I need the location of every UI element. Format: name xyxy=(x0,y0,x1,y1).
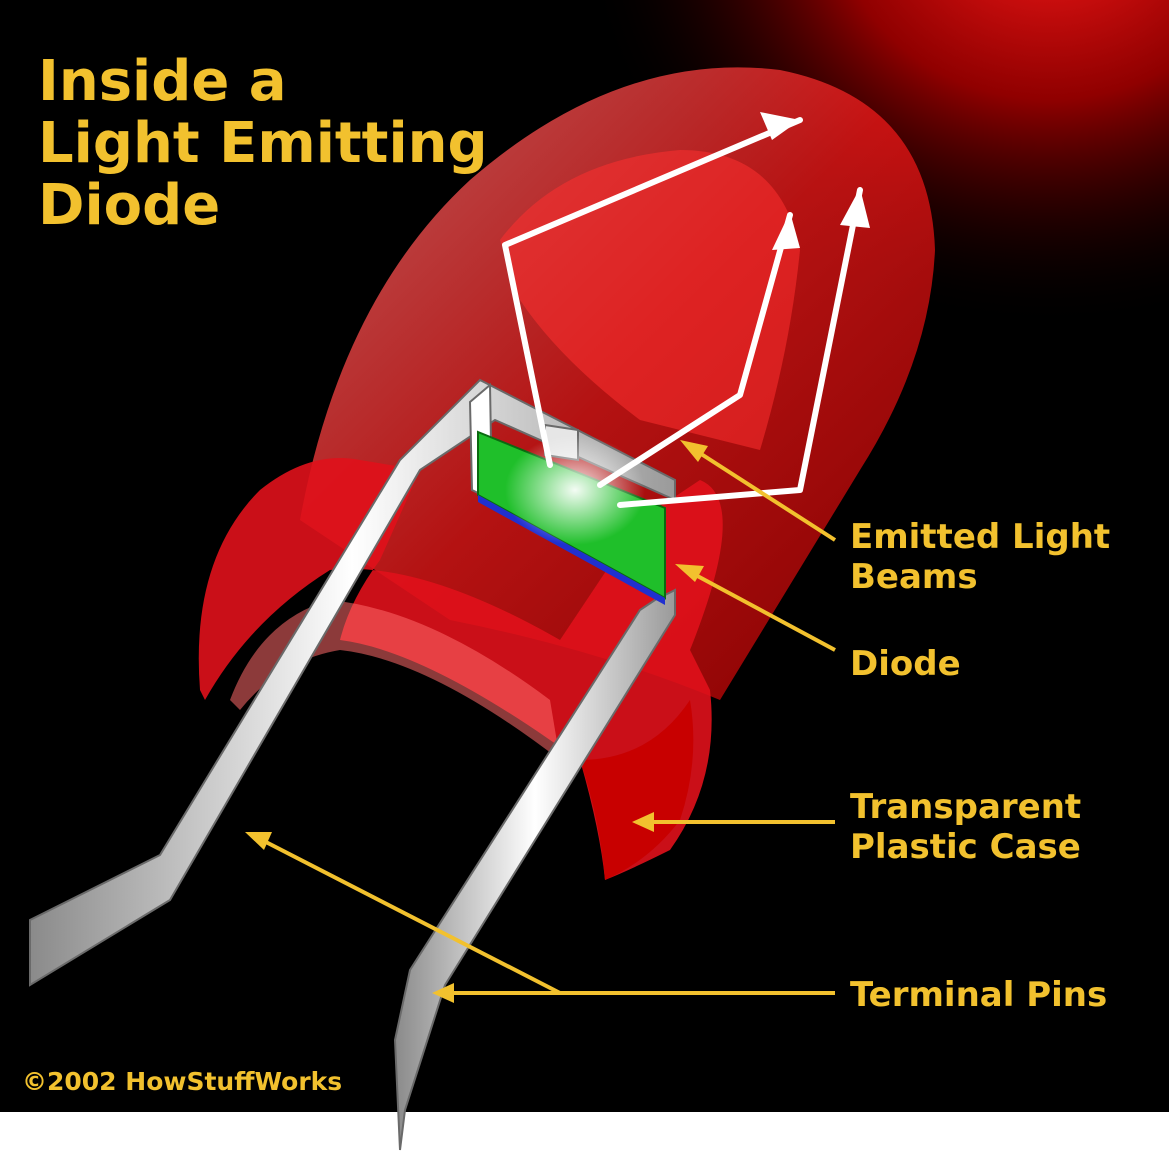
title-line-2: Light Emitting xyxy=(38,111,488,176)
bottom-margin xyxy=(0,1112,1169,1160)
diode-glow xyxy=(505,435,645,545)
label-case-line-2: Plastic Case xyxy=(850,827,1081,867)
label-emitted-light-line-2: Beams xyxy=(850,557,978,597)
title-line-3: Diode xyxy=(38,173,220,238)
label-emitted-light-line-1: Emitted Light xyxy=(850,517,1110,557)
label-terminal-pins: Terminal Pins xyxy=(850,975,1107,1015)
label-diode: Diode xyxy=(850,644,961,684)
copyright-notice: ©2002 HowStuffWorks xyxy=(22,1067,342,1096)
label-case-line-1: Transparent xyxy=(850,787,1081,827)
title-line-1: Inside a xyxy=(38,49,287,114)
